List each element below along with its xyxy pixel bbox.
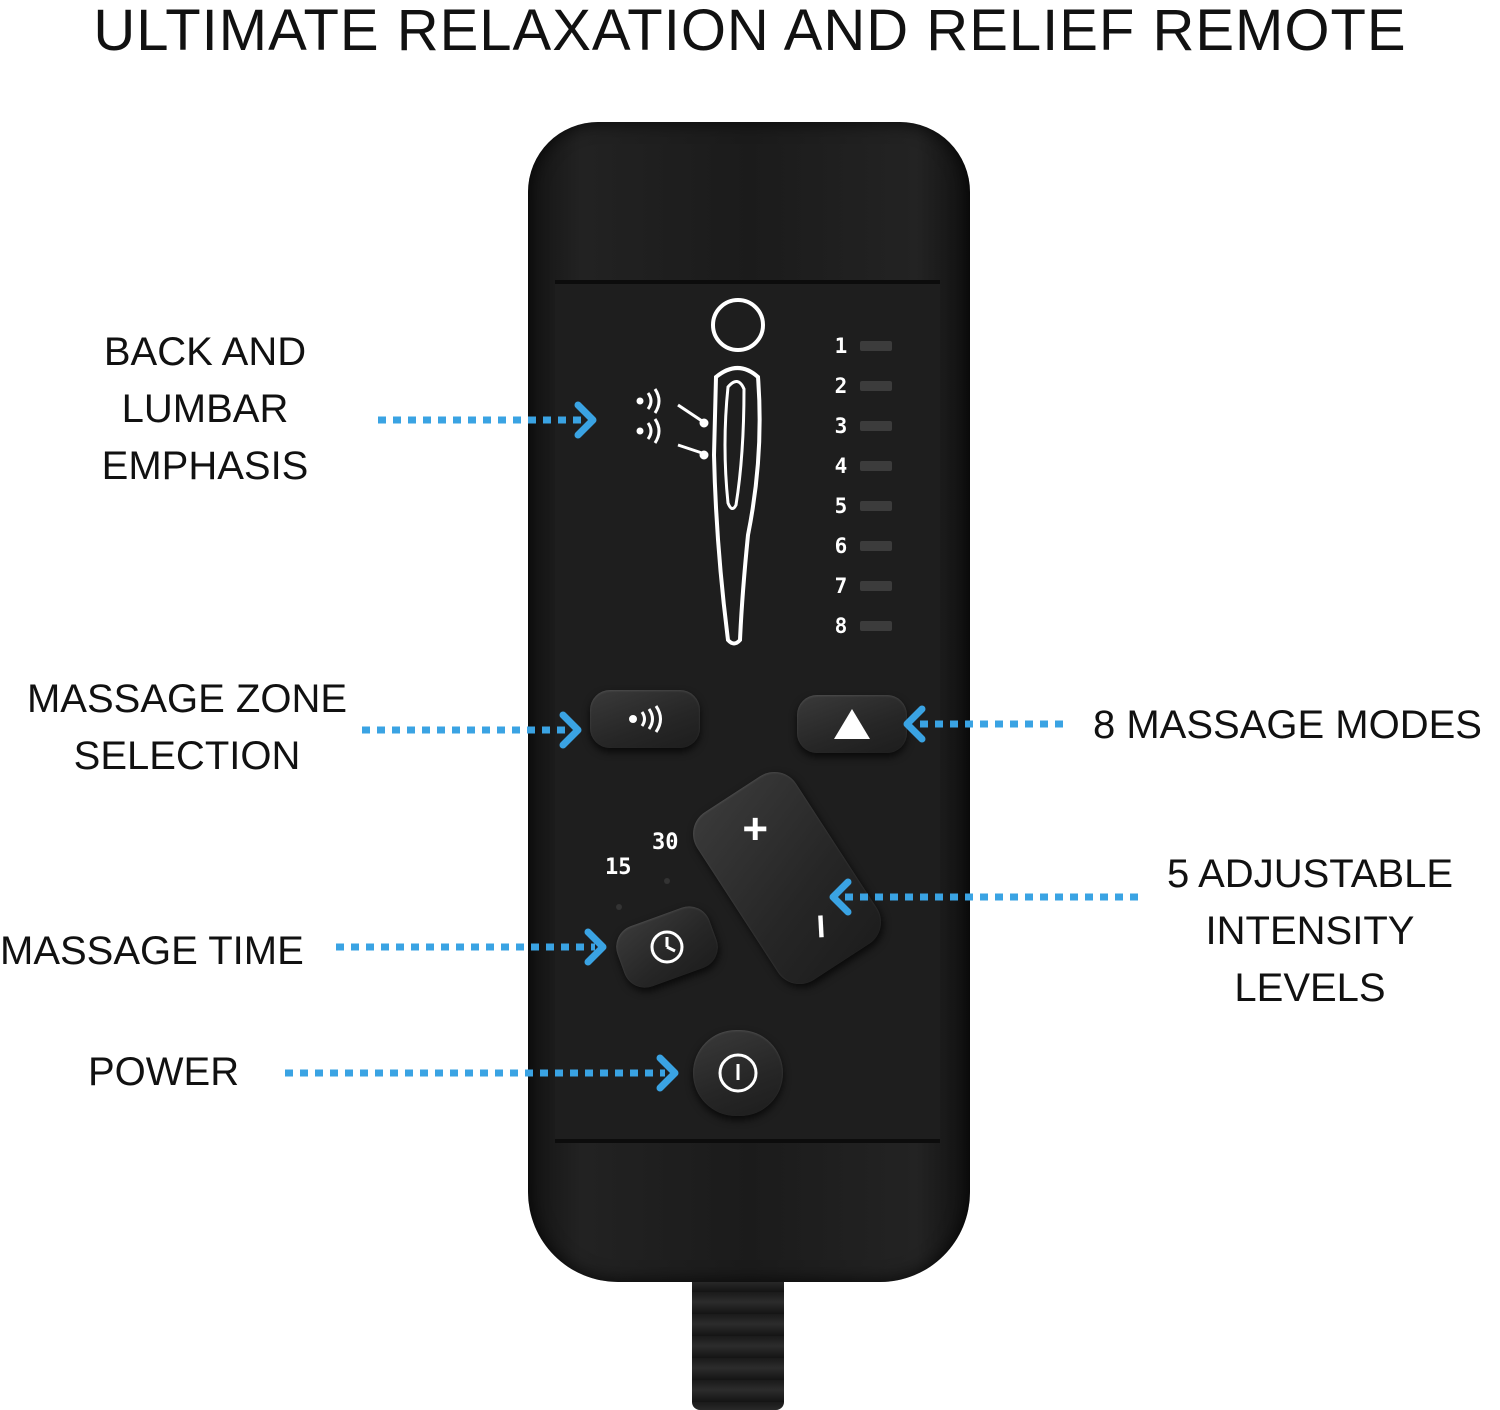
vibration-marks-icon bbox=[636, 388, 709, 460]
arrowhead-massage-zone bbox=[559, 711, 582, 749]
callout-line: SELECTION bbox=[73, 734, 301, 778]
triangle-up-icon bbox=[834, 709, 870, 739]
callout-line: BACK AND bbox=[103, 330, 307, 374]
level-light bbox=[860, 541, 892, 551]
callout-line: EMPHASIS bbox=[101, 444, 309, 488]
level-light bbox=[860, 501, 892, 511]
level-number: 2 bbox=[834, 374, 848, 398]
remote-cable bbox=[692, 1270, 784, 1410]
timer-option-30: 30 bbox=[652, 830, 679, 855]
level-number: 5 bbox=[834, 494, 848, 518]
timer-light-15 bbox=[616, 904, 622, 910]
level-light bbox=[860, 461, 892, 471]
arrowhead-power bbox=[656, 1054, 679, 1092]
callout-line: 5 ADJUSTABLE bbox=[1166, 852, 1454, 896]
arrowhead-massage-modes bbox=[903, 705, 926, 743]
clock-icon bbox=[650, 930, 684, 964]
callout-massage-modes: 8 MASSAGE MODES bbox=[1075, 697, 1500, 754]
timer-option-15: 15 bbox=[605, 855, 632, 880]
callout-line: MASSAGE ZONE bbox=[26, 677, 348, 721]
callout-line: POWER bbox=[88, 1050, 240, 1094]
callout-line: INTENSITY bbox=[1205, 909, 1415, 953]
level-light bbox=[860, 581, 892, 591]
page-title: ULTIMATE RELAXATION AND RELIEF REMOTE bbox=[93, 0, 1407, 63]
massage-zone-button[interactable] bbox=[590, 690, 700, 748]
level-number: 3 bbox=[834, 414, 848, 438]
level-light bbox=[860, 421, 892, 431]
power-button[interactable] bbox=[693, 1030, 783, 1116]
massage-time-button[interactable] bbox=[610, 900, 724, 994]
callout-line: 8 MASSAGE MODES bbox=[1093, 703, 1482, 747]
callout-line: LUMBAR bbox=[121, 387, 289, 431]
power-icon bbox=[718, 1053, 758, 1093]
vibration-waves-icon bbox=[629, 705, 662, 733]
level-number: 8 bbox=[834, 614, 848, 638]
arrowhead-back-lumbar bbox=[574, 401, 597, 439]
level-light bbox=[860, 381, 892, 391]
level-number: 1 bbox=[834, 334, 848, 358]
callout-massage-zone: MASSAGE ZONE SELECTION bbox=[14, 671, 360, 785]
arrowhead-intensity bbox=[829, 878, 852, 916]
callout-massage-time: MASSAGE TIME bbox=[0, 923, 325, 980]
massage-mode-button[interactable] bbox=[797, 695, 907, 753]
level-number: 6 bbox=[834, 534, 848, 558]
callout-back-lumbar: BACK AND LUMBAR EMPHASIS bbox=[90, 324, 320, 495]
level-light bbox=[860, 621, 892, 631]
callout-intensity: 5 ADJUSTABLE INTENSITY LEVELS bbox=[1150, 846, 1470, 1017]
level-number: 4 bbox=[834, 454, 848, 478]
level-number: 7 bbox=[834, 574, 848, 598]
body-figure-icon bbox=[636, 298, 765, 646]
callout-line: LEVELS bbox=[1234, 966, 1386, 1010]
callout-power: POWER bbox=[88, 1044, 248, 1101]
level-light bbox=[860, 341, 892, 351]
timer-light-30 bbox=[664, 878, 670, 884]
callout-line: MASSAGE TIME bbox=[0, 929, 304, 973]
arrowhead-massage-time bbox=[584, 928, 607, 966]
